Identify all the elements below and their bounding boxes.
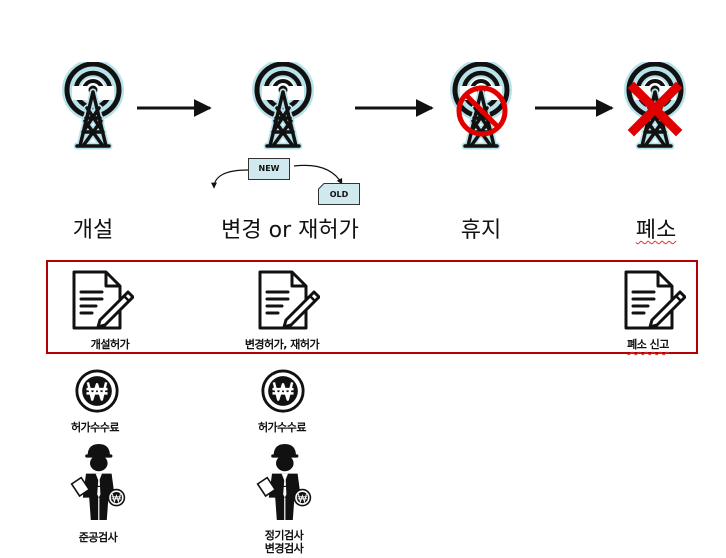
inspection-label-change-2: 변경검사 <box>264 542 304 555</box>
stage-label-close-text: 폐소 <box>635 218 677 243</box>
permit-label-change: 변경허가, 재허가 <box>244 338 320 351</box>
arrow-right-icon <box>137 99 212 117</box>
old-tag-shape <box>318 183 360 205</box>
prohibit-icon <box>456 85 508 137</box>
cross-icon <box>627 81 683 137</box>
arrow-right-icon <box>355 99 434 117</box>
document-edit-icon <box>622 268 686 332</box>
old-tag: OLD <box>329 190 349 199</box>
inspector-icon <box>256 440 312 520</box>
permit-label-close-text: 폐소 신고 <box>627 338 669 351</box>
permit-label-close: 폐소 신고 <box>568 336 726 352</box>
won-coin-icon <box>74 368 120 414</box>
tower-icon-change <box>248 62 318 152</box>
document-edit-icon <box>256 268 320 332</box>
curved-arrow-icon <box>293 164 343 185</box>
curved-arrow-icon <box>211 169 249 189</box>
inspection-label-open: 준공검사 <box>78 531 118 544</box>
permit-group-frame <box>46 260 698 354</box>
permit-label-open: 개설허가 <box>90 338 130 351</box>
inspector-icon <box>70 440 126 520</box>
inspection-label-change-1: 정기검사 <box>264 529 304 542</box>
tower-icon-open <box>58 62 128 152</box>
new-tag: NEW <box>248 158 290 180</box>
stage-label-suspend: 휴지 <box>460 218 502 243</box>
arrow-right-icon <box>535 99 614 117</box>
stage-label-close: 폐소 <box>556 212 726 244</box>
stage-label-open: 개설 <box>72 218 114 243</box>
document-edit-icon <box>70 268 134 332</box>
fee-label-change: 허가수수료 <box>257 421 307 434</box>
fee-label-open: 허가수수료 <box>70 421 120 434</box>
won-coin-icon <box>260 368 306 414</box>
stage-label-change: 변경 or 재허가 <box>221 218 359 243</box>
